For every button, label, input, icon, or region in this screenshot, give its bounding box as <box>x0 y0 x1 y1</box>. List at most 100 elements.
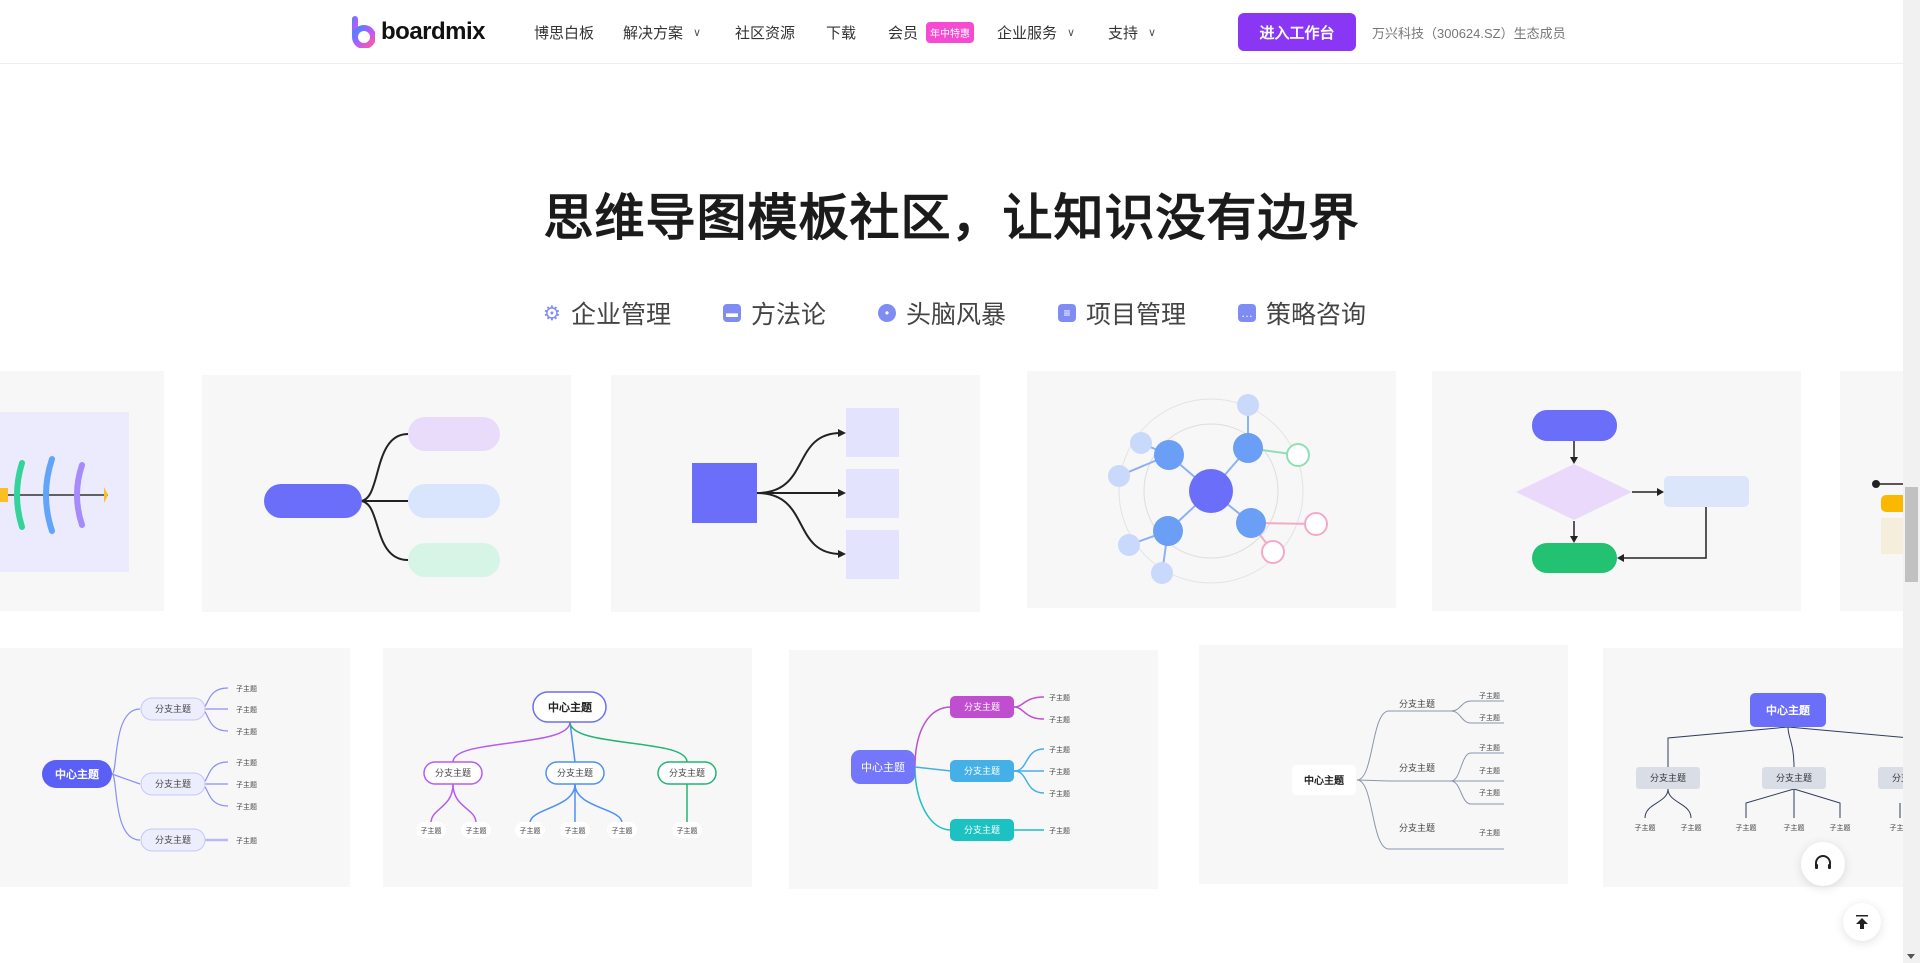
tab-strategy-consulting[interactable]: …策略咨询 <box>1238 293 1366 333</box>
back-to-top-button[interactable] <box>1843 903 1881 941</box>
tree-diagram <box>692 408 899 579</box>
tab-project-management[interactable]: ≡ 项目管理 <box>1058 293 1186 333</box>
customer-service-button[interactable] <box>1801 842 1845 886</box>
sub-node: 子主题 <box>1784 823 1805 832</box>
sub-node: 子主题 <box>1681 823 1702 832</box>
sub-node: 子主题 <box>1049 745 1070 754</box>
branch-node: 分支主题 <box>557 767 593 778</box>
template-card-partial[interactable] <box>1840 371 1903 611</box>
nav-item-whiteboard[interactable]: 博思白板 <box>534 0 594 64</box>
sub-node: 子主题 <box>1049 693 1070 702</box>
mindmap-diagram <box>264 417 500 577</box>
page-title: 思维导图模板社区，让知识没有边界 <box>543 190 1360 246</box>
chevron-down-icon: ∨ <box>1067 26 1076 39</box>
center-node: 中心主题 <box>548 700 593 714</box>
branch-node: 分支主题 <box>435 767 471 778</box>
template-card-flowchart[interactable] <box>1432 371 1801 611</box>
headset-icon <box>1815 855 1831 869</box>
tab-brainstorm[interactable]: • 头脑风暴 <box>878 293 1006 333</box>
tab-label: 方法论 <box>751 301 827 329</box>
center-node: 中心主题 <box>55 767 100 781</box>
timeline-diagram <box>1872 480 1903 554</box>
eco-member-text: 万兴科技（300624.SZ）生态成员 <box>1372 25 1566 41</box>
template-card-org-colorful[interactable]: 中心主题 分支主题分支主题分支主题 子主题子主题子主题子主题子主题子主题 <box>383 648 752 887</box>
sub-node: 子主题 <box>1049 789 1070 798</box>
chevron-down-icon: ∨ <box>693 26 702 39</box>
sub-node: 子主题 <box>236 802 257 811</box>
template-card-mindmap-purple[interactable]: 中心主题 分支主题分支主题分支主题 子主题子主题子主题子主题子主题子主题子主题 <box>0 648 350 887</box>
sub-node: 子主题 <box>236 727 257 736</box>
branch-node: 分支主题 <box>1399 698 1435 709</box>
branch-node: 分支主题 <box>1776 772 1812 783</box>
nav-item-enterprise[interactable]: 企业服务∨ <box>997 0 1075 64</box>
nav-item-community[interactable]: 社区资源 <box>735 0 795 64</box>
sub-node: 子主题 <box>1479 743 1500 752</box>
scroll-down-arrow-icon[interactable] <box>1907 954 1915 959</box>
tab-label: 项目管理 <box>1086 301 1187 329</box>
nav-label: 下载 <box>826 24 857 42</box>
scrollbar-thumb[interactable] <box>1905 487 1918 582</box>
sub-node: 子主题 <box>236 684 257 693</box>
folder-icon: ≡ <box>1058 304 1076 322</box>
branch-node: 分支主题 <box>155 703 191 714</box>
sub-node: 子主题 <box>421 826 442 835</box>
chevron-down-icon: ∨ <box>1148 26 1157 39</box>
sub-node: 子主题 <box>466 826 487 835</box>
branch-node: 分支主题 <box>155 834 191 845</box>
nav-label: 支持 <box>1108 24 1139 42</box>
tab-enterprise-management[interactable]: ⚙企业管理 <box>543 293 671 333</box>
logo-text: boardmix <box>381 18 486 45</box>
template-card-mindmap-colorful[interactable]: 中心主题 分支主题分支主题分支主题 子主题子主题子主题子主题子主题子主题 <box>789 650 1158 889</box>
tab-methodology[interactable]: ▬ 方法论 <box>723 293 826 333</box>
nav-label: 会员 <box>888 24 919 42</box>
sub-node: 子主题 <box>1049 826 1070 835</box>
enter-workspace-button[interactable]: 进入工作台 <box>1238 13 1356 51</box>
sub-node: 子主题 <box>236 836 257 845</box>
center-node: 中心主题 <box>1766 703 1811 717</box>
network-diagram <box>1108 394 1328 584</box>
nav-label: 博思白板 <box>534 24 595 42</box>
org-chart-diagram: 中心主题 分支主题分支主题分支主题 子主题子主题子主题子主题子主题子主题 <box>416 691 717 838</box>
nav-item-solutions[interactable]: 解决方案 ∨ <box>623 0 701 64</box>
branch-node: 分支主题 <box>1399 762 1435 773</box>
sub-node: 子主题 <box>520 826 541 835</box>
sub-node: 子主题 <box>1479 713 1500 722</box>
branch-node: 分支主题 <box>964 701 1000 712</box>
center-node: 中心主题 <box>1304 774 1345 787</box>
template-card-mindmap-minimal[interactable]: 中心主题 分支主题分支主题分支主题 子主题子主题子主题子主题子主题子主题 <box>1199 645 1568 884</box>
arrow-up-icon <box>1856 915 1868 929</box>
sub-node: 子主题 <box>612 826 633 835</box>
save-icon: ▬ <box>723 304 741 322</box>
nav-item-support[interactable]: 支持 ∨ <box>1108 0 1156 64</box>
branch-node: 分支主题 <box>669 767 705 778</box>
template-card-fishbone[interactable] <box>0 371 164 611</box>
template-card-network[interactable] <box>1027 371 1396 608</box>
sub-node: 子主题 <box>1479 788 1500 797</box>
vertical-scrollbar[interactable] <box>1903 0 1920 963</box>
sub-node: 子主题 <box>1736 823 1757 832</box>
flowchart-diagram <box>1516 410 1749 573</box>
sub-node: 子主题 <box>1830 823 1851 832</box>
fishbone-diagram <box>0 412 129 572</box>
top-nav-bar: boardmix 博思白板 解决方案 ∨ 社区资源 下载 会员年中特惠 企业服务∨… <box>0 0 1903 64</box>
nav-item-download[interactable]: 下载 <box>826 0 856 64</box>
boardmix-logo[interactable]: boardmix <box>351 16 486 48</box>
branch-node: 分支主题 <box>964 765 1000 776</box>
template-card-tree[interactable] <box>611 375 980 612</box>
promo-badge: 年中特惠 <box>926 21 975 43</box>
sub-node: 子主题 <box>236 780 257 789</box>
nav-label: 解决方案 <box>623 24 684 42</box>
sub-node: 子主题 <box>1890 823 1904 832</box>
branch-node: 分支主题 <box>1650 772 1686 783</box>
branch-node: 分支主题 <box>1892 772 1903 783</box>
template-card-mindmap[interactable] <box>202 375 571 612</box>
tab-label: 头脑风暴 <box>906 301 1007 329</box>
gear-icon: ⚙ <box>543 302 561 325</box>
lightbulb-icon: • <box>878 304 896 322</box>
sub-node: 子主题 <box>1479 766 1500 775</box>
nav-item-membership[interactable]: 会员年中特惠 <box>888 0 975 64</box>
